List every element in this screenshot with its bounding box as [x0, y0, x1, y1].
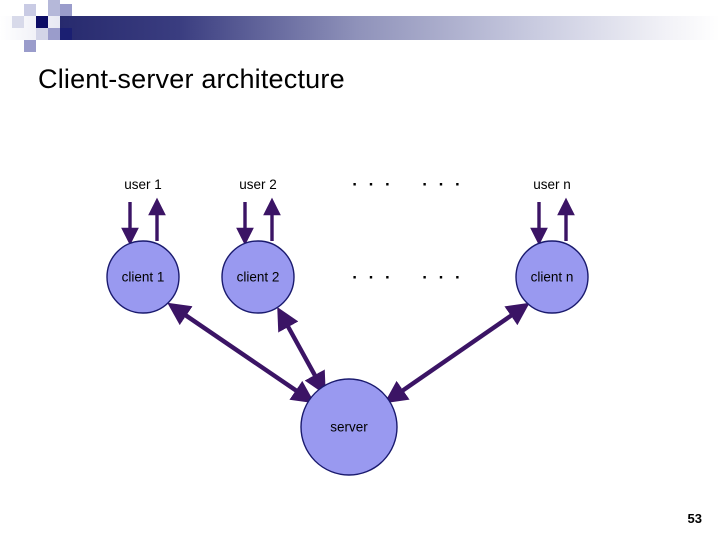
user-client-links — [121, 197, 575, 246]
user-ellipsis-2: · · · — [422, 175, 463, 194]
user-label-1: user 1 — [124, 177, 162, 192]
user-label-n: user n — [533, 177, 571, 192]
client-2-label: client 2 — [237, 270, 280, 285]
client-n-label: client n — [531, 270, 574, 285]
arrow-client2-server — [277, 306, 326, 396]
arrow-client1-server — [167, 302, 315, 404]
server-label: server — [330, 420, 368, 435]
node-client-2[interactable]: client 2 — [221, 240, 295, 314]
header-decoration — [0, 0, 720, 56]
server-circle[interactable] — [300, 378, 398, 476]
page-number: 53 — [687, 511, 702, 526]
node-client-1[interactable]: client 1 — [106, 240, 180, 314]
client-n-circle[interactable] — [515, 240, 589, 314]
user-label-2: user 2 — [239, 177, 277, 192]
node-client-n[interactable]: client n — [515, 240, 589, 314]
client-ellipsis-1: · · · — [352, 268, 393, 287]
client-1-label: client 1 — [122, 270, 165, 285]
client-ellipsis-2: · · · — [422, 268, 463, 287]
page-title: Client-server architecture — [38, 64, 345, 94]
node-server[interactable]: server — [300, 378, 398, 476]
header-gradient-bar — [60, 16, 720, 40]
client-1-circle[interactable] — [106, 240, 180, 314]
client-2-circle[interactable] — [221, 240, 295, 314]
arrow-clientn-server — [384, 302, 530, 404]
header-mosaic — [12, 0, 72, 52]
user-ellipsis-1: · · · — [352, 175, 393, 194]
client-server-links — [167, 302, 530, 404]
